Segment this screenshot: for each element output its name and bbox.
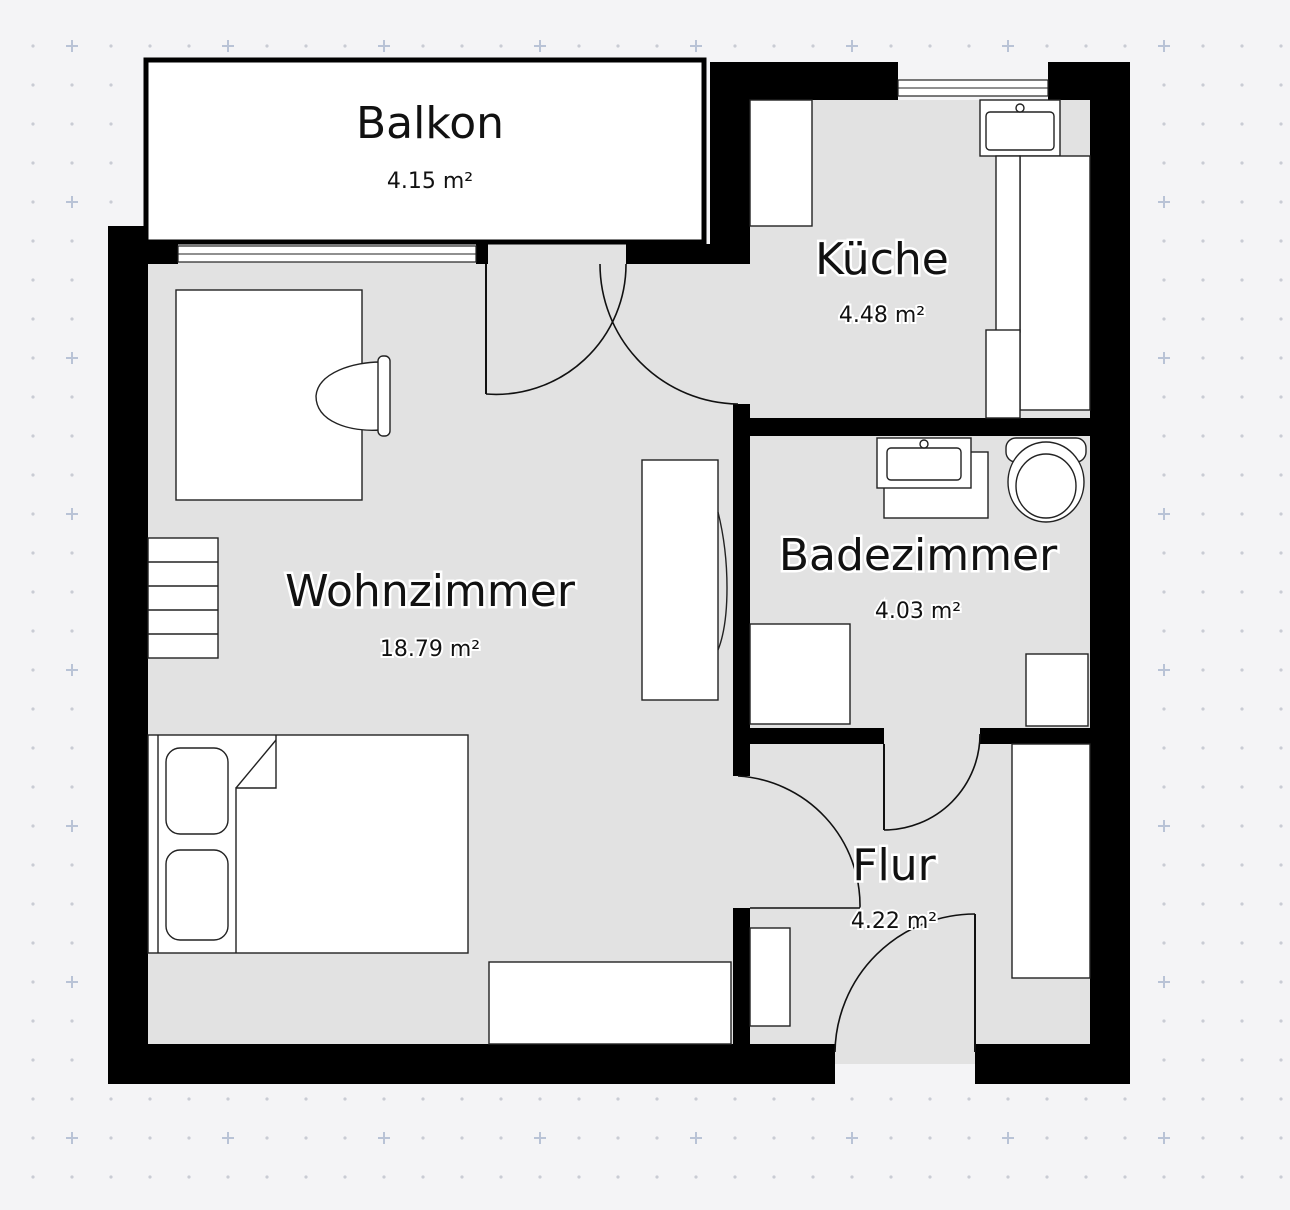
windows xyxy=(177,79,1049,263)
kitchen-units xyxy=(995,155,1021,333)
balkon-area xyxy=(143,57,707,245)
bath-shelf xyxy=(1025,653,1089,727)
wall-bath-flur-left xyxy=(738,728,884,744)
wall-kitchen-bath xyxy=(738,418,1090,436)
wall-balcony-right xyxy=(626,244,750,264)
doors xyxy=(485,263,981,1053)
entrance-floor xyxy=(835,1044,975,1064)
room-area-badezimmer: 4.03 m² xyxy=(875,599,961,624)
wall-bottom-left xyxy=(108,1044,835,1084)
wall-interior-upper xyxy=(733,404,750,776)
furniture xyxy=(147,99,1091,1045)
shoe-cabinet xyxy=(749,927,791,1027)
room-name-flur: Flur xyxy=(852,840,936,891)
wall-right xyxy=(1090,62,1130,1084)
balcony-door-floor xyxy=(480,240,630,270)
room-name-badezimmer: Badezimmer xyxy=(779,530,1058,581)
room-area-balkon: 4.15 m² xyxy=(387,169,473,194)
wardrobe xyxy=(1011,743,1091,979)
room-name-wohnzimmer: Wohnzimmer xyxy=(285,566,576,617)
wall-balcony-jamb xyxy=(476,244,488,264)
low-cabinet xyxy=(488,961,732,1045)
bed xyxy=(147,734,469,954)
sideboard xyxy=(641,459,719,701)
wall-interior-lower xyxy=(733,908,750,1044)
room-name-kueche: Küche xyxy=(815,234,949,285)
wall-bath-flur-right xyxy=(980,728,1090,744)
kitchen-fridge xyxy=(985,329,1021,419)
room-area-flur: 4.22 m² xyxy=(851,909,937,934)
kitchen-cabinet-left xyxy=(749,99,813,227)
wall-top-kitchen-right xyxy=(1048,62,1130,100)
chair-back xyxy=(377,355,391,437)
shelf-stack xyxy=(147,537,219,659)
wall-left xyxy=(108,226,148,1084)
room-area-wohnzimmer: 18.79 m² xyxy=(380,637,480,662)
kitchen-sink xyxy=(985,111,1055,151)
room-labels: Balkon 4.15 m² Küche 4.48 m² Wohnzimmer … xyxy=(283,96,1061,937)
room-area-kueche: 4.48 m² xyxy=(839,303,925,328)
pillow-top xyxy=(165,747,229,835)
wall-balcony-left xyxy=(108,244,178,264)
washing-machine xyxy=(749,623,851,725)
desk-chair xyxy=(315,361,381,431)
pillow-bottom xyxy=(165,849,229,941)
wall-kitchen-left xyxy=(710,62,750,264)
room-name-balkon: Balkon xyxy=(356,98,504,149)
kitchen-counter xyxy=(1019,155,1091,411)
walls xyxy=(108,62,1130,1084)
